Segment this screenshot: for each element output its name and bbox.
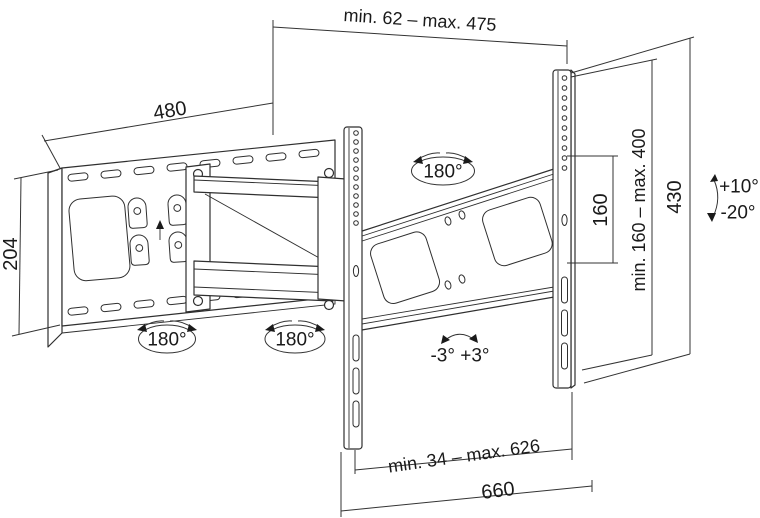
- level-symbol: [441, 333, 478, 344]
- swivel-symbol-2: 180°: [264, 320, 326, 354]
- dim-column-height-label: 430: [664, 180, 686, 213]
- dim-total-width-label: 660: [480, 478, 516, 504]
- dim-line-plate-height: [18, 177, 22, 335]
- dim-vesa-range-label: min. 160 – max. 400: [629, 128, 649, 291]
- dimension-lines: [11, 20, 695, 517]
- dim-plate-width-label: 480: [152, 97, 189, 124]
- tv-bracket-right-rail: [552, 69, 576, 389]
- tilt-symbol: [707, 174, 719, 222]
- swivel-symbol-1: 180°: [137, 320, 197, 354]
- crossbar-cutout-right: [482, 196, 553, 267]
- arm-lower-bar: [193, 260, 334, 302]
- dim-line-depth: [272, 26, 568, 47]
- crossbar-screw-holes: [444, 210, 466, 290]
- swivel-angle-label-2: 180°: [275, 330, 314, 351]
- arm-pivot-bolt-bottom-right: [323, 299, 335, 311]
- swivel-symbol-3: 180°: [411, 152, 475, 186]
- swivel-angle-label-1: 180°: [147, 330, 186, 351]
- tv-bracket-crossbar: [355, 166, 561, 332]
- arm-pivot-bolt-top-right: [323, 167, 335, 179]
- tv-bracket-left-rail: [343, 126, 363, 450]
- articulating-arm: [185, 163, 347, 313]
- arm-tv-connector: [317, 176, 347, 302]
- dim-plate-height-label: 204: [0, 237, 22, 270]
- dim-line-total-width: [340, 485, 593, 512]
- arm-pivot-bolt-bottom-left: [192, 295, 204, 307]
- wall-plate-side-face: [47, 167, 63, 348]
- swivel-angle-label-3: 180°: [423, 162, 462, 183]
- dim-depth-label: min. 62 – max. 475: [343, 5, 497, 35]
- tilt-down-label: -20°: [720, 203, 755, 224]
- arm-inner-edge: [204, 193, 331, 265]
- wall-plate-cutout: [68, 195, 131, 282]
- dim-line-slide-range: [354, 448, 573, 471]
- level-range-label: -3° +3°: [430, 346, 489, 367]
- dimension-labels: min. 62 – max. 475 480 204 160 min. 160 …: [0, 5, 759, 504]
- dim-vesa-pitch-label: 160: [590, 193, 612, 226]
- crossbar-cutout-left: [370, 231, 441, 304]
- tilt-up-label: +10°: [719, 177, 759, 198]
- dim-line-plate-width: [43, 102, 274, 142]
- dim-slide-range-label: min. 34 – max. 626: [387, 435, 541, 476]
- up-arrow-icon: [156, 220, 164, 240]
